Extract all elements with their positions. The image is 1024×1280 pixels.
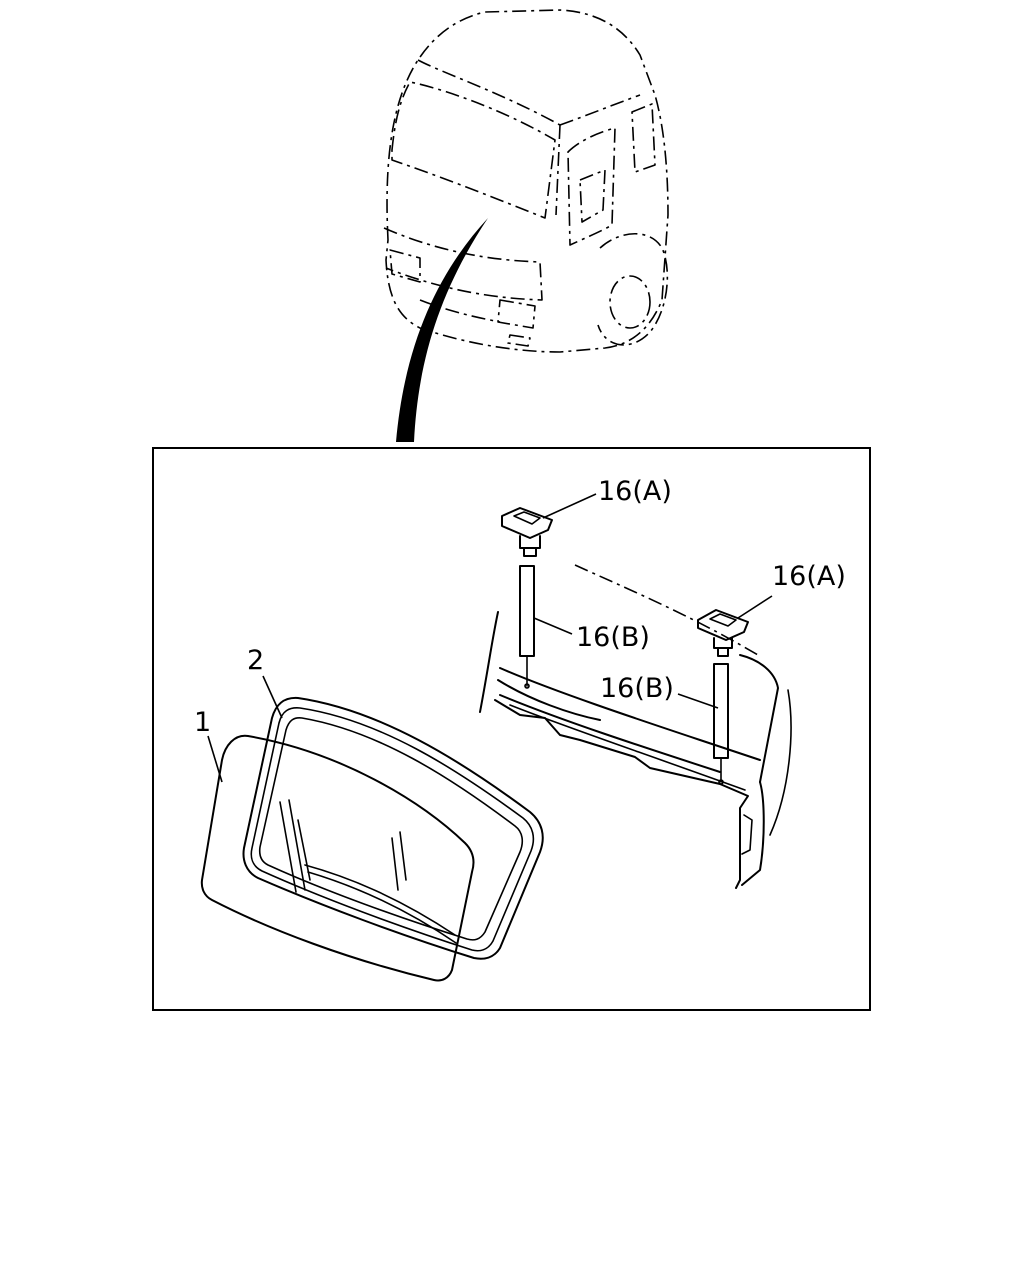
callout-glass: 1 [194,707,211,738]
pin-left-b [519,565,535,689]
callout-clip-left-a: 16(A) [598,476,672,507]
callout-pin-left-b: 16(B) [576,622,650,653]
callout-pin-right-b: 16(B) [600,673,674,704]
clip-left-a [501,507,553,557]
truck-cab-overview [383,9,669,442]
glass-part [200,734,475,982]
clip-right-a [697,609,749,657]
pin-right-b [713,663,729,785]
leader-lines [207,493,773,783]
detail-frame [152,447,871,1011]
cab-panel [479,564,792,889]
weatherstrip-part [242,696,544,960]
callout-weatherstrip: 2 [247,645,264,676]
callout-clip-right-a: 16(A) [772,561,846,592]
